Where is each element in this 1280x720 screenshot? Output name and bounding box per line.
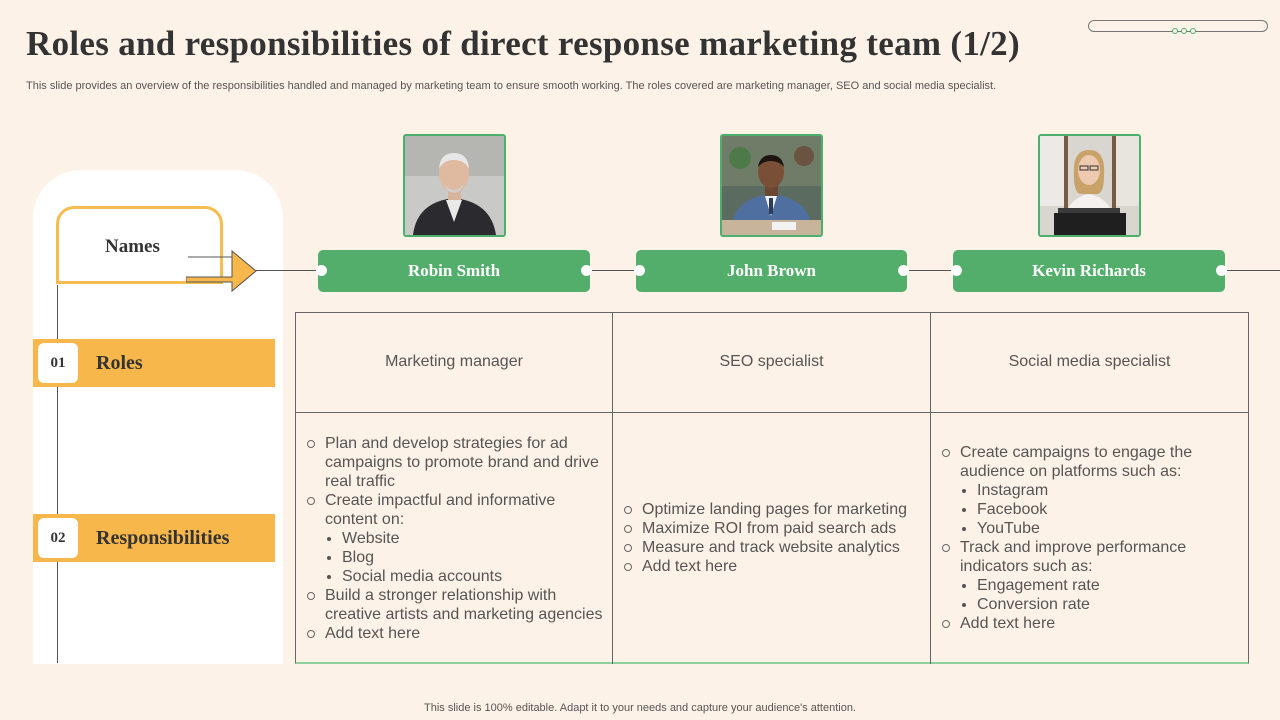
slide-title: Roles and responsibilities of direct res… bbox=[26, 24, 1020, 63]
sub-list-item: Engagement rate bbox=[960, 576, 1248, 595]
member-name-pill-john: John Brown bbox=[634, 250, 909, 292]
list-item: Create campaigns to engage the audience … bbox=[941, 443, 1248, 538]
connector-line bbox=[256, 270, 318, 271]
member-name: Robin Smith bbox=[407, 261, 501, 280]
decorative-pill bbox=[1088, 20, 1268, 32]
list-item: Create impactful and informative content… bbox=[306, 491, 612, 586]
responsibilities-list: Create campaigns to engage the audience … bbox=[941, 443, 1248, 633]
left-vertical-line bbox=[57, 285, 58, 663]
sub-list-item: Social media accounts bbox=[325, 567, 612, 586]
pill-dot bbox=[581, 265, 592, 276]
list-item: Plan and develop strategies for ad campa… bbox=[306, 434, 612, 491]
connector-line bbox=[907, 270, 953, 271]
list-item: Measure and track website analytics bbox=[623, 538, 907, 557]
member-name-pill-kevin: Kevin Richards bbox=[951, 250, 1227, 292]
row-label: Roles bbox=[96, 352, 143, 374]
role-cell: SEO specialist bbox=[719, 353, 824, 370]
person-photo-icon bbox=[405, 136, 504, 235]
member-photo bbox=[1038, 134, 1141, 237]
sub-list: Instagram Facebook YouTube bbox=[960, 481, 1248, 538]
responsibilities-cell: Optimize landing pages for marketing Max… bbox=[613, 413, 930, 663]
list-item: Optimize landing pages for marketing bbox=[623, 500, 907, 519]
role-cell: Social media specialist bbox=[1008, 353, 1171, 370]
pill-dot bbox=[951, 265, 962, 276]
responsibilities-list: Plan and develop strategies for ad campa… bbox=[306, 434, 612, 643]
pill-dot bbox=[634, 265, 645, 276]
pill-dot bbox=[316, 265, 327, 276]
decorative-dots bbox=[1172, 28, 1196, 34]
pill-dot bbox=[1216, 265, 1227, 276]
responsibilities-list: Optimize landing pages for marketing Max… bbox=[623, 500, 907, 576]
sub-list-item: Website bbox=[325, 529, 612, 548]
row-label: Responsibilities bbox=[96, 527, 230, 549]
connector-line bbox=[590, 270, 636, 271]
person-photo-icon bbox=[1040, 136, 1139, 235]
sub-list-item: Facebook bbox=[960, 500, 1248, 519]
row-number-badge: 02 bbox=[38, 518, 78, 558]
roles-table bbox=[295, 312, 1249, 664]
names-label: Names bbox=[105, 236, 160, 257]
list-item: Add text here bbox=[623, 557, 907, 576]
table-column-divider bbox=[930, 312, 931, 664]
sub-list-item: YouTube bbox=[960, 519, 1248, 538]
sub-list: Website Blog Social media accounts bbox=[325, 529, 612, 586]
connector-line bbox=[1225, 270, 1280, 271]
person-photo-icon bbox=[722, 136, 821, 235]
sidebar-row-roles: 01 Roles bbox=[33, 339, 275, 387]
list-item: Track and improve performance indicators… bbox=[941, 538, 1248, 614]
slide-subtitle: This slide provides an overview of the r… bbox=[26, 80, 997, 92]
names-box bbox=[56, 206, 223, 284]
list-item: Maximize ROI from paid search ads bbox=[623, 519, 907, 538]
pill-dot bbox=[898, 265, 909, 276]
sub-list-item: Instagram bbox=[960, 481, 1248, 500]
member-photo bbox=[403, 134, 506, 237]
row-number-badge: 01 bbox=[38, 343, 78, 383]
sub-list-item: Conversion rate bbox=[960, 595, 1248, 614]
sub-list: Engagement rate Conversion rate bbox=[960, 576, 1248, 614]
table-column-divider bbox=[612, 312, 613, 664]
list-item: Add text here bbox=[941, 614, 1248, 633]
arrow-right-icon bbox=[186, 249, 257, 293]
footer-note: This slide is 100% editable. Adapt it to… bbox=[424, 702, 856, 714]
role-cell: Marketing manager bbox=[385, 353, 523, 370]
list-item: Build a stronger relationship with creat… bbox=[306, 586, 612, 624]
list-item: Add text here bbox=[306, 624, 612, 643]
sub-list-item: Blog bbox=[325, 548, 612, 567]
member-photo bbox=[720, 134, 823, 237]
member-name: Kevin Richards bbox=[1032, 261, 1146, 280]
table-row-divider bbox=[295, 412, 1249, 413]
responsibilities-cell: Create campaigns to engage the audience … bbox=[931, 413, 1248, 663]
member-name: John Brown bbox=[727, 261, 816, 280]
sidebar-row-responsibilities: 02 Responsibilities bbox=[33, 514, 275, 562]
member-name-pill-robin: Robin Smith bbox=[316, 250, 592, 292]
responsibilities-cell: Plan and develop strategies for ad campa… bbox=[296, 413, 612, 663]
